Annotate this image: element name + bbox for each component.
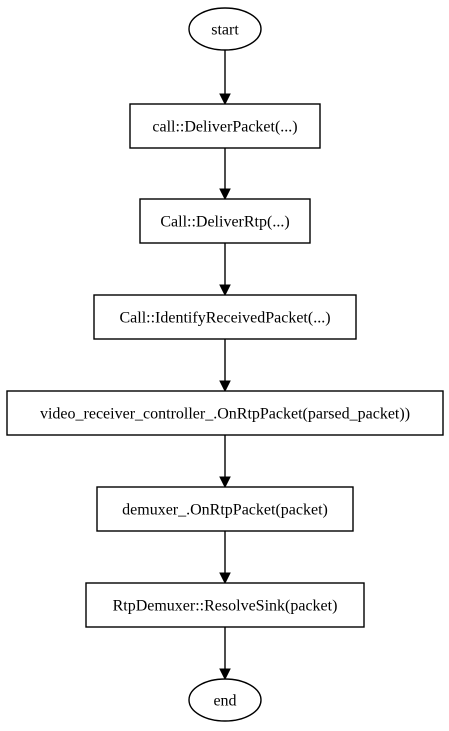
edge-identify-received-packet-to-video-receiver-controller: [219, 339, 231, 393]
node-shape-start: [188, 7, 262, 51]
edge-demuxer-on-rtp-packet-to-rtp-demuxer-resolve-sink: [219, 531, 231, 585]
node-start: start: [188, 7, 262, 51]
node-label-identify-received-packet: Call::IdentifyReceivedPacket(...): [119, 310, 330, 327]
node-shape-identify-received-packet: [93, 294, 357, 340]
node-label-end: end: [213, 693, 236, 710]
edge-deliver-rtp-to-identify-received-packet: [219, 243, 231, 297]
edge-start-to-deliver-packet: [219, 50, 231, 106]
node-shape-rtp-demuxer-resolve-sink: [85, 582, 365, 628]
node-shape-deliver-packet: [129, 103, 321, 149]
edge-deliver-packet-to-deliver-rtp: [219, 148, 231, 201]
arrowhead-icon: [219, 188, 231, 201]
node-label-video-receiver-controller: video_receiver_controller_.OnRtpPacket(p…: [40, 406, 410, 423]
node-shape-demuxer-on-rtp-packet: [96, 486, 354, 532]
arrowhead-icon: [219, 93, 231, 106]
node-rtp-demuxer-resolve-sink: RtpDemuxer::ResolveSink(packet): [85, 582, 365, 628]
node-identify-received-packet: Call::IdentifyReceivedPacket(...): [93, 294, 357, 340]
node-end: end: [188, 678, 262, 722]
arrowhead-icon: [219, 476, 231, 489]
node-deliver-packet: call::DeliverPacket(...): [129, 103, 321, 149]
node-demuxer-on-rtp-packet: demuxer_.OnRtpPacket(packet): [96, 486, 354, 532]
nodes-layer: startcall::DeliverPacket(...)Call::Deliv…: [6, 7, 444, 722]
node-deliver-rtp: Call::DeliverRtp(...): [139, 198, 311, 244]
arrowhead-icon: [219, 572, 231, 585]
node-label-deliver-packet: call::DeliverPacket(...): [152, 119, 297, 136]
node-shape-video-receiver-controller: [6, 390, 444, 436]
node-shape-end: [188, 678, 262, 722]
edges-layer: [219, 50, 231, 681]
node-label-demuxer-on-rtp-packet: demuxer_.OnRtpPacket(packet): [122, 502, 328, 519]
node-label-rtp-demuxer-resolve-sink: RtpDemuxer::ResolveSink(packet): [113, 598, 338, 615]
edge-rtp-demuxer-resolve-sink-to-end: [219, 627, 231, 681]
arrowhead-icon: [219, 668, 231, 681]
node-label-deliver-rtp: Call::DeliverRtp(...): [160, 214, 289, 231]
edge-video-receiver-controller-to-demuxer-on-rtp-packet: [219, 435, 231, 489]
node-video-receiver-controller: video_receiver_controller_.OnRtpPacket(p…: [6, 390, 444, 436]
node-shape-deliver-rtp: [139, 198, 311, 244]
node-label-start: start: [211, 22, 239, 39]
arrowhead-icon: [219, 284, 231, 297]
arrowhead-icon: [219, 380, 231, 393]
